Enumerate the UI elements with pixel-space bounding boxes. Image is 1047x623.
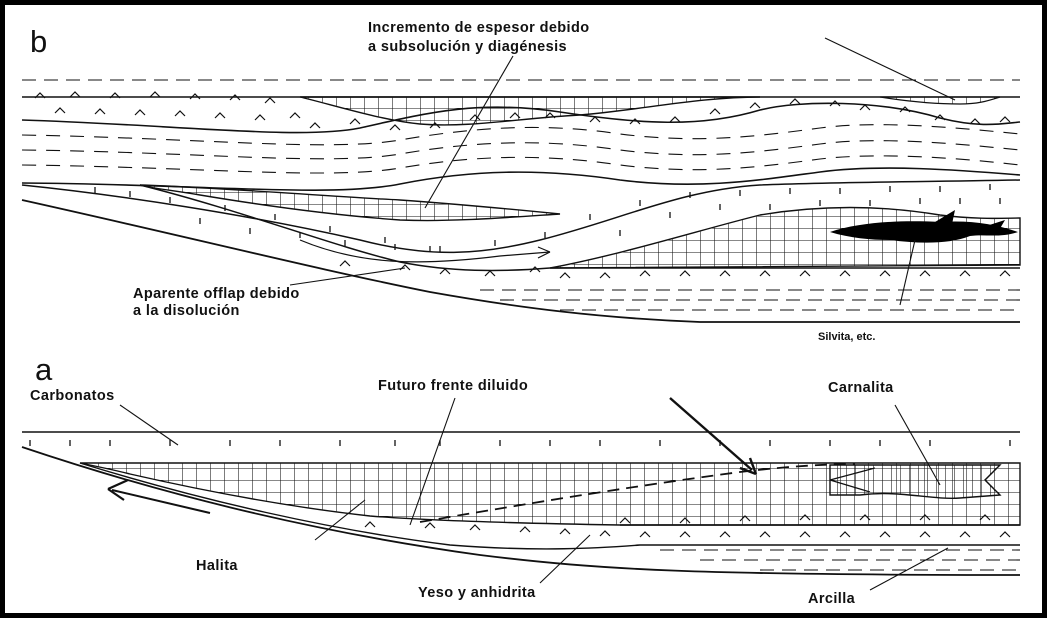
panel-b-label-thickness-1: Incremento de espesor debido — [368, 20, 590, 36]
panel-b-halite-top-lens — [300, 97, 760, 125]
panel-b-label-offlap-2: a la disolución — [133, 303, 240, 319]
panel-a-letter: a — [35, 352, 53, 387]
panel-a-carbonatos-leader — [120, 405, 178, 445]
panel-a-label-carnalita: Carnalita — [828, 380, 894, 396]
panel-a-label-futuro: Futuro frente diluido — [378, 378, 528, 394]
panel-b-label-silvita: Silvita, etc. — [818, 331, 875, 343]
panel-a-yeso-leader — [540, 535, 590, 583]
panel-a-regression-arrowhead — [108, 480, 128, 500]
panel-a-label-arcilla: Arcilla — [808, 591, 856, 607]
panel-a-clay-dashes — [660, 550, 1020, 570]
panel-a-label-yeso: Yeso y anhidrita — [418, 585, 536, 601]
panel-a-carbonate-ticks — [30, 440, 1010, 446]
panel-b-halite-small-lens — [880, 97, 1000, 104]
panel-b-upper-leader — [825, 38, 955, 100]
panel-a-carnalita-lens — [830, 465, 1000, 498]
panel-b: b — [22, 20, 1020, 343]
panel-b-clay-bottom — [480, 290, 1020, 310]
panel-a-arcilla-leader — [870, 548, 948, 590]
panel-b-label-offlap-1: Aparente offlap debido — [133, 286, 300, 302]
panel-b-clay-dashes — [22, 125, 1020, 173]
panel-b-thickness-leader — [425, 56, 513, 208]
panel-a-label-halita: Halita — [196, 558, 238, 574]
panel-a-front-arrow — [670, 398, 752, 470]
panel-a-regression-arrow — [112, 490, 210, 513]
panel-b-letter: b — [30, 24, 47, 59]
panel-a: a — [22, 352, 1020, 607]
panel-a-label-carbonatos: Carbonatos — [30, 388, 115, 404]
panel-b-label-thickness-2: a subsolución y diagénesis — [368, 39, 567, 55]
